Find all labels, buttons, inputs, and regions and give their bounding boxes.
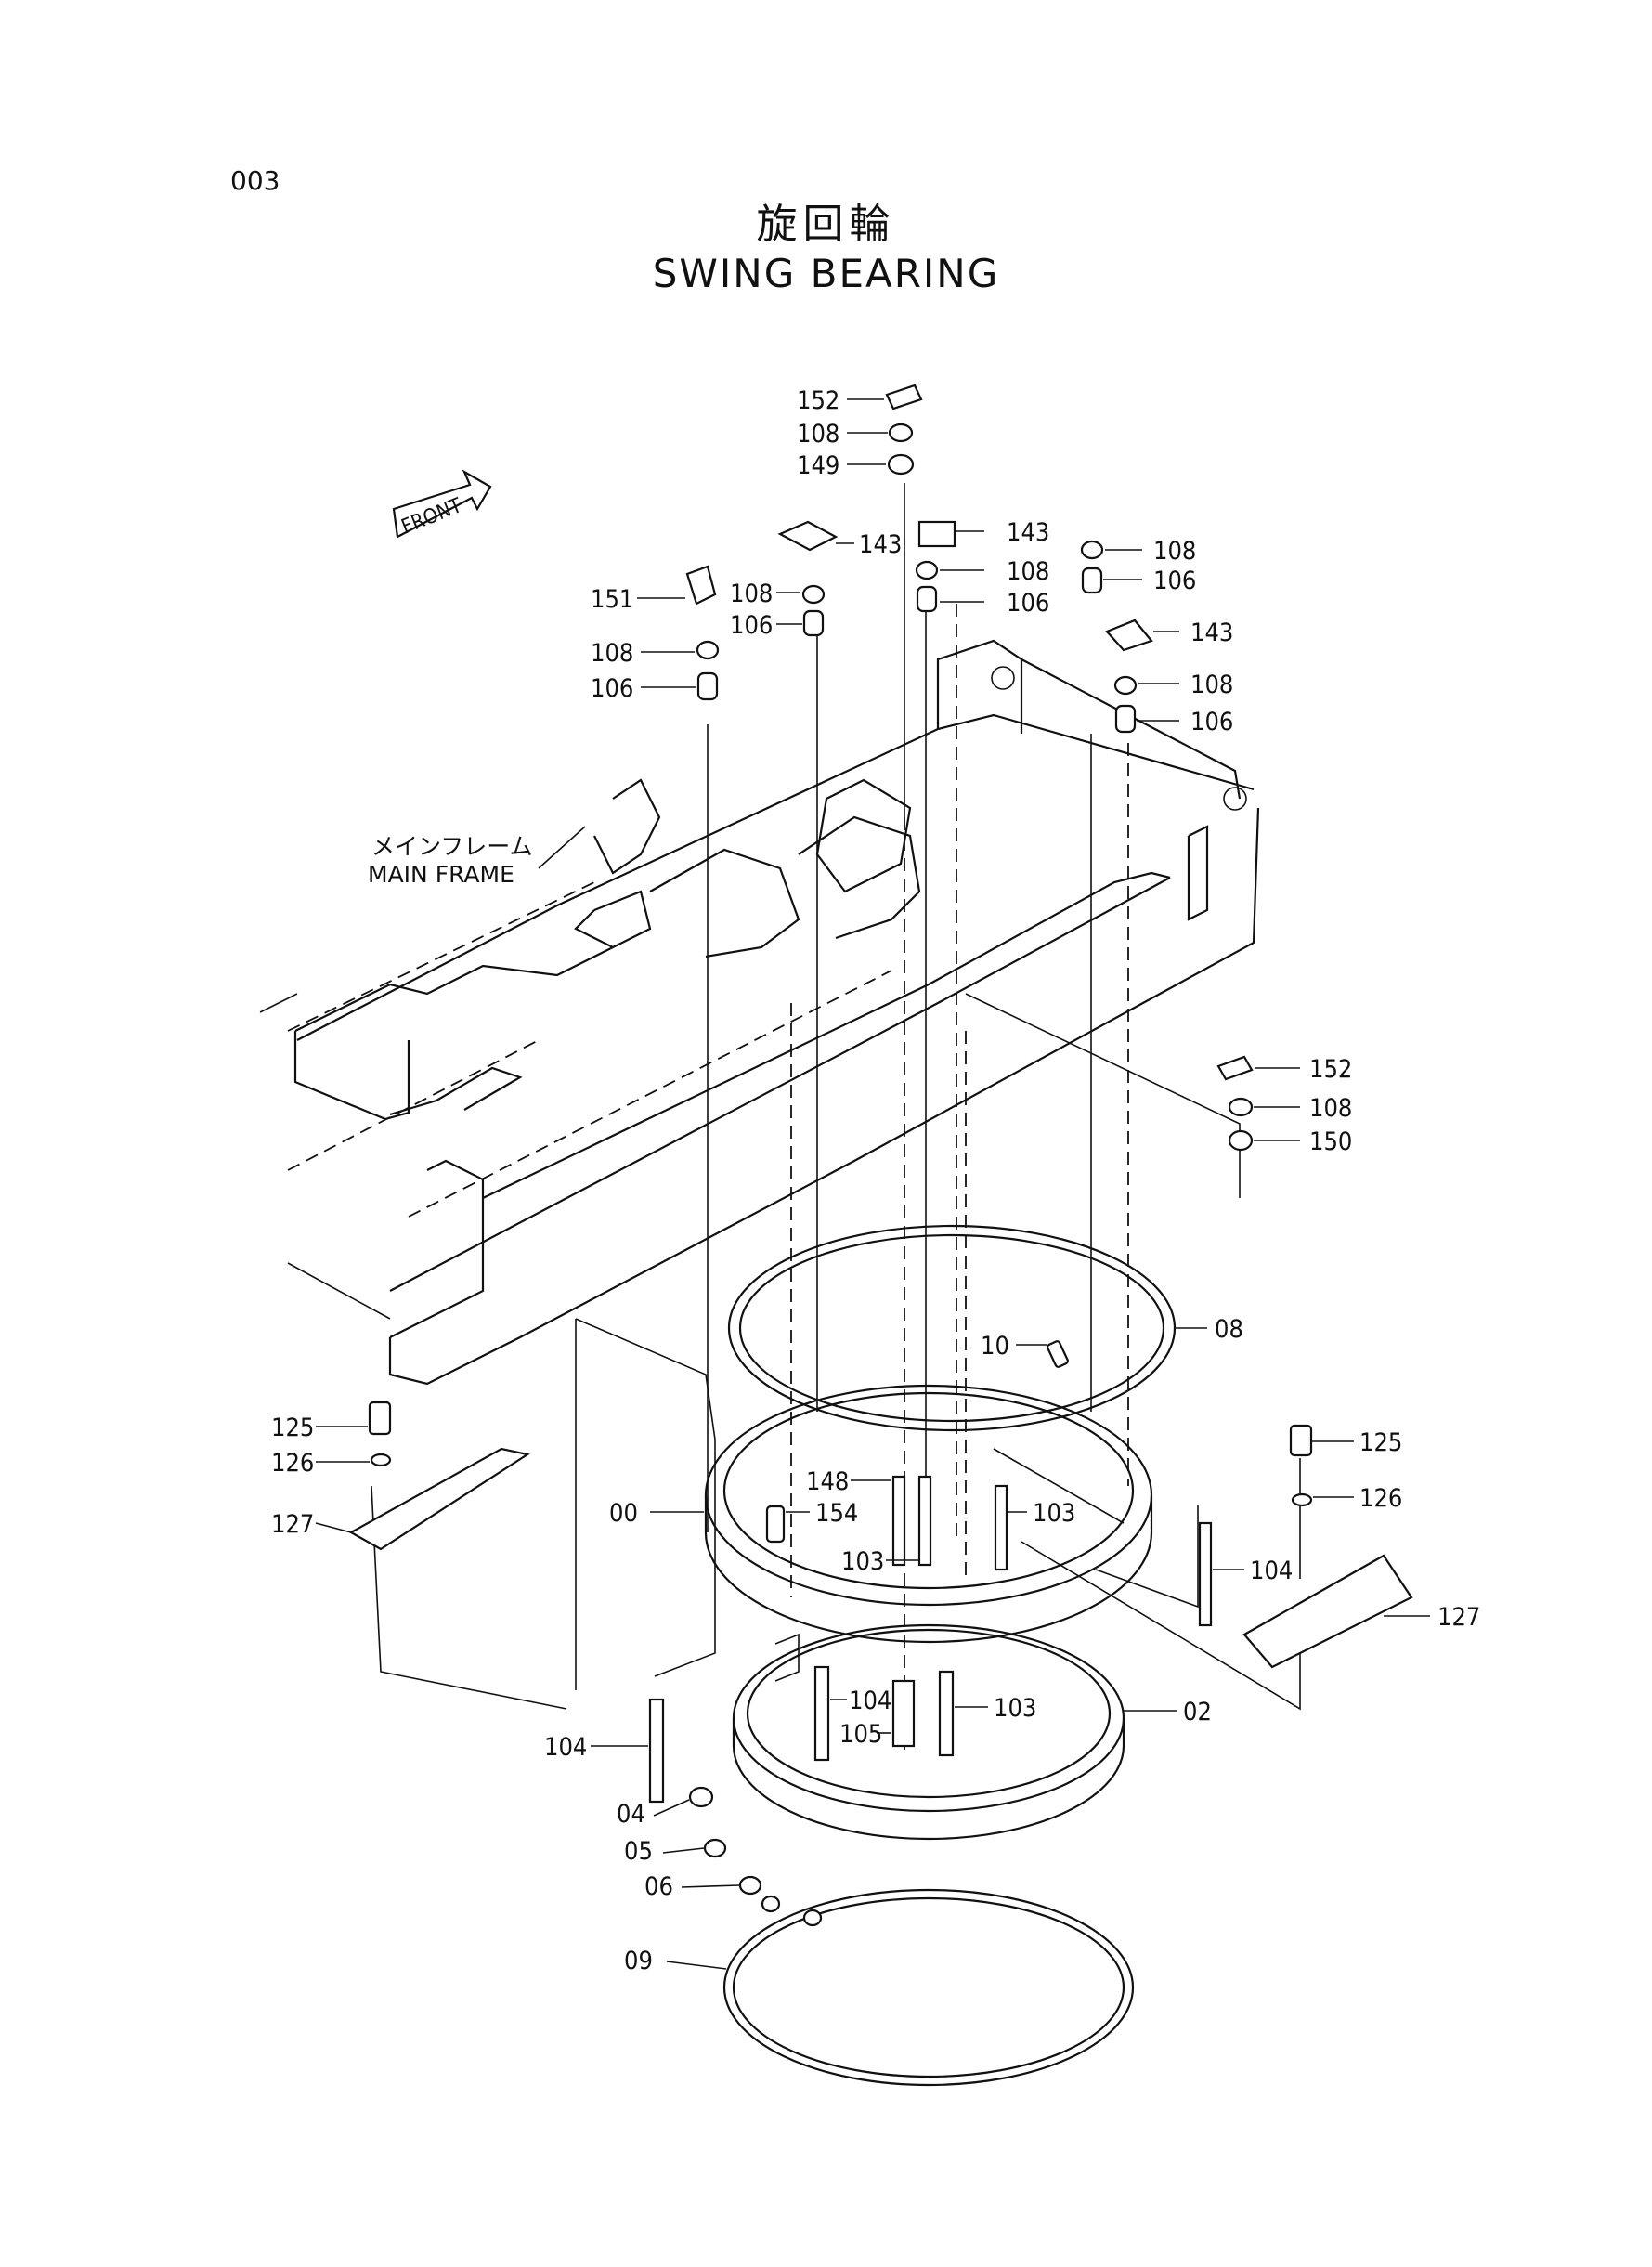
callout-106-right-lower: 106 [1190, 708, 1233, 736]
callout-10: 10 [981, 1332, 1009, 1361]
part-125-left [368, 1401, 392, 1436]
part-104-bolt-mid [813, 1665, 830, 1762]
part-04 [688, 1786, 714, 1808]
part-00-outer-ring [704, 1384, 1153, 1644]
callout-106-mid: 106 [1007, 589, 1049, 618]
part-143-right [1105, 619, 1153, 652]
part-150 [1228, 1129, 1254, 1152]
part-06 [738, 1875, 823, 1927]
callout-06: 06 [644, 1872, 673, 1901]
callout-05: 05 [624, 1837, 653, 1866]
part-108-right-lower [1113, 675, 1138, 696]
part-09-seal [722, 1888, 1135, 2087]
part-143-left [777, 520, 839, 552]
part-105-bolt [891, 1679, 916, 1748]
part-103-bolt-c [938, 1670, 955, 1757]
part-149 [887, 453, 915, 476]
main-frame-label-en: MAIN FRAME [368, 861, 514, 888]
callout-108-right-cluster: 108 [1309, 1094, 1352, 1123]
callout-151: 151 [591, 585, 633, 614]
callout-106-right-upper: 106 [1153, 567, 1196, 595]
callout-104-right: 104 [1250, 1557, 1293, 1585]
callout-152-top: 152 [797, 386, 839, 415]
part-108-left-upper [801, 584, 826, 605]
callout-127-right: 127 [1437, 1603, 1480, 1632]
title-english: SWING BEARING [652, 251, 1000, 296]
callout-108-left-lower: 108 [591, 639, 633, 668]
callout-126-left: 126 [271, 1449, 314, 1478]
part-151 [685, 565, 717, 606]
callout-106-left-upper: 106 [730, 611, 773, 640]
part-103-bolt-a [994, 1484, 1008, 1571]
callout-154: 154 [815, 1499, 858, 1528]
callout-104-left: 104 [544, 1733, 587, 1762]
callout-08: 08 [1215, 1315, 1243, 1344]
callout-02: 02 [1183, 1698, 1212, 1726]
callout-143-mid: 143 [1007, 518, 1049, 547]
callout-106-left-lower: 106 [591, 674, 633, 703]
part-10-fitting [1047, 1340, 1069, 1368]
callout-149: 149 [797, 451, 839, 480]
callout-105: 105 [839, 1720, 882, 1749]
part-152-right [1216, 1055, 1254, 1081]
part-106-mid [916, 585, 938, 613]
callout-104-mid: 104 [849, 1687, 891, 1715]
part-127-left-plate [348, 1447, 530, 1551]
part-106-left-upper [802, 609, 825, 637]
part-143-mid [917, 520, 956, 548]
main-frame-label-jp: メインフレーム [371, 833, 533, 860]
callout-143-right: 143 [1190, 619, 1233, 647]
callout-150: 150 [1309, 1127, 1352, 1156]
part-104-bolt-right [1198, 1521, 1213, 1627]
part-02-inner-ring [732, 1623, 1125, 1841]
part-154-pin [765, 1505, 786, 1544]
callout-152-right: 152 [1309, 1055, 1352, 1084]
callout-143-left: 143 [859, 530, 902, 559]
callout-148: 148 [806, 1467, 849, 1496]
part-148-bolts [891, 1475, 932, 1567]
callout-125-right: 125 [1359, 1428, 1402, 1457]
callout-108-right-upper: 108 [1153, 537, 1196, 566]
part-106-left-lower [696, 671, 719, 701]
callout-108-right-lower: 108 [1190, 671, 1233, 699]
part-152-top [885, 384, 923, 410]
callout-108-mid: 108 [1007, 557, 1049, 586]
part-05 [703, 1838, 727, 1858]
part-104-bolt-left [648, 1698, 665, 1804]
callout-108-left-upper: 108 [730, 580, 773, 608]
part-108-left-lower [696, 640, 720, 660]
callout-126-right: 126 [1359, 1484, 1402, 1513]
part-126-right [1291, 1492, 1313, 1507]
callout-00: 00 [609, 1499, 638, 1528]
page-number: 003 [230, 165, 280, 196]
part-106-right-lower [1114, 704, 1137, 734]
part-108-right-upper [1080, 540, 1104, 560]
callout-108-top: 108 [797, 420, 839, 449]
part-125-right [1289, 1424, 1313, 1457]
part-126-left [370, 1453, 392, 1467]
part-08-seal [727, 1224, 1177, 1432]
part-108-mid [915, 560, 939, 580]
guide-lines [371, 483, 1301, 1755]
callout-103-c: 103 [994, 1694, 1036, 1723]
front-label: FRONT [398, 494, 466, 540]
callout-04: 04 [617, 1800, 645, 1829]
callout-103-b: 103 [841, 1547, 884, 1576]
callout-127-left: 127 [271, 1510, 314, 1539]
front-arrow: FRONT [392, 469, 492, 540]
title-japanese: 旋回輪 [756, 201, 896, 248]
part-108-right-cluster [1228, 1097, 1254, 1117]
part-106-right-upper [1081, 567, 1103, 594]
part-108-top [888, 423, 914, 443]
main-frame [259, 639, 1260, 1386]
callouts: 152 108 149 143 143 108 106 108 106 143 … [271, 386, 1480, 1975]
callout-103-a: 103 [1033, 1499, 1075, 1528]
part-127-right-plate [1242, 1554, 1413, 1669]
callout-09: 09 [624, 1947, 653, 1975]
callout-125-left: 125 [271, 1414, 314, 1442]
